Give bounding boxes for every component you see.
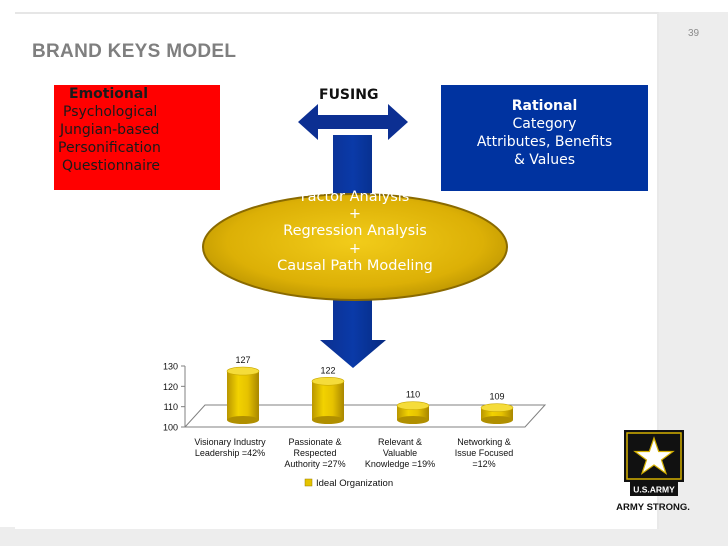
data-label: 127 — [235, 355, 250, 365]
data-label: 109 — [489, 392, 504, 402]
logo-badge-text: U.S.ARMY — [633, 485, 675, 495]
data-labels: 127 122 110 109 — [235, 355, 504, 402]
data-label: 122 — [320, 365, 335, 375]
emotional-line: Psychological — [63, 104, 158, 120]
bar-top — [311, 376, 345, 386]
category-label: Relevant & — [378, 437, 422, 447]
bar — [226, 366, 260, 424]
category-label: Authority =27% — [284, 459, 345, 469]
emotional-line: Questionnaire — [62, 158, 161, 174]
bar-base — [481, 416, 513, 424]
analysis-ellipse — [202, 193, 508, 301]
emotional-heading: Emotional — [69, 86, 149, 102]
chart-floor — [183, 366, 547, 428]
emotional-box: Emotional Psychological Jungian-based Pe… — [54, 85, 220, 190]
category-label: =12% — [472, 459, 495, 469]
bar-body — [312, 381, 344, 420]
analysis-line: Regression Analysis — [283, 223, 427, 240]
category-label: Respected — [293, 448, 336, 458]
rational-box: Rational Category Attributes, Benefits &… — [441, 85, 648, 191]
legend-swatch — [304, 478, 313, 487]
y-axis-ticks: 130 120 110 100 — [163, 362, 185, 433]
bar-top — [226, 366, 260, 376]
page-number: 39 — [688, 28, 700, 39]
rational-line: Category — [512, 116, 577, 132]
analysis-line: + — [348, 206, 362, 223]
emotional-line: Jungian-based — [60, 122, 160, 138]
chart-bars — [226, 366, 514, 424]
chart-legend: Ideal Organization — [304, 478, 393, 489]
analysis-line: Causal Path Modeling — [277, 257, 433, 274]
bar — [396, 401, 430, 424]
legend-label: Ideal Organization — [316, 478, 393, 489]
analysis-line: + — [348, 240, 362, 257]
bar-top — [480, 403, 514, 413]
bar — [311, 376, 345, 424]
rational-line: & Values — [513, 152, 576, 168]
y-tick-label: 120 — [163, 382, 178, 392]
fusing-label: FUSING — [319, 87, 379, 103]
category-label: Leadership =42% — [195, 448, 265, 458]
fusing-double-arrow-icon — [298, 104, 408, 140]
emotional-line: Personification — [58, 140, 161, 156]
analysis-text: Factor Analysis + Regression Analysis + … — [244, 189, 466, 275]
rational-line: Attributes, Benefits — [476, 134, 613, 150]
y-tick-label: 130 — [163, 362, 178, 372]
category-label: Issue Focused — [455, 448, 514, 458]
background-band-bottom — [0, 527, 728, 546]
category-label: Visionary Industry — [194, 437, 266, 447]
rational-heading: Rational — [511, 98, 578, 114]
category-label: Networking & — [457, 437, 511, 447]
data-label: 110 — [406, 390, 420, 400]
analysis-line: Factor Analysis — [300, 189, 410, 205]
bar-top — [396, 401, 430, 410]
logo-badge — [630, 482, 678, 496]
bar-body — [227, 371, 259, 420]
bar-base — [312, 416, 344, 424]
bar — [480, 403, 514, 424]
bar-base — [227, 416, 259, 424]
slide-title: BRAND KEYS MODEL — [32, 41, 237, 62]
logo-star-icon — [633, 436, 675, 476]
category-label: Knowledge =19% — [365, 459, 435, 469]
bar-base — [397, 416, 429, 424]
category-label: Passionate & — [288, 437, 341, 447]
logo-gold-border — [626, 432, 682, 480]
y-tick-label: 110 — [164, 402, 178, 412]
chart-floor-plane — [183, 404, 547, 428]
army-star-logo: U.S.ARMY ARMY STRONG. — [616, 430, 690, 513]
logo-tagline: ARMY STRONG. — [616, 502, 690, 513]
y-tick-label: 100 — [163, 423, 178, 433]
category-label: Valuable — [383, 448, 417, 458]
